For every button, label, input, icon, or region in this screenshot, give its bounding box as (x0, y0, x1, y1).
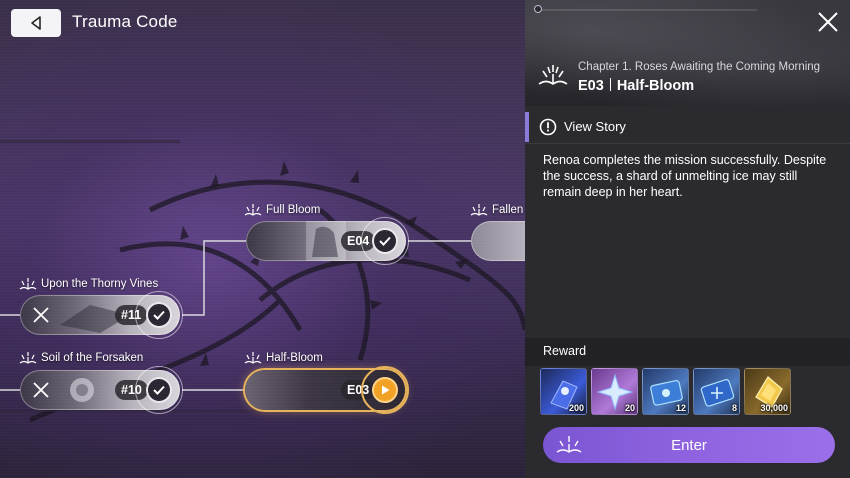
divider (525, 143, 850, 144)
play-icon[interactable] (372, 377, 398, 403)
chapter-title: Chapter 1. Roses Awaiting the Coming Mor… (578, 61, 821, 73)
page-title: Trauma Code (72, 12, 178, 31)
stage-map: Trauma Code Full Bloom E04 Fallen Upon t… (0, 0, 525, 478)
stage-art-soil-forsaken (70, 378, 94, 402)
view-story-label: View Story (564, 119, 626, 134)
reward-item-blue-card[interactable]: 8 (693, 368, 740, 415)
enter-label: Enter (671, 436, 707, 454)
open-book-icon (538, 65, 568, 85)
locked-x-icon (33, 307, 49, 323)
enter-button[interactable]: Enter (543, 427, 835, 463)
check-icon (372, 228, 398, 254)
node-label-soil-forsaken: Soil of the Forsaken (18, 351, 143, 365)
panel-header: Chapter 1. Roses Awaiting the Coming Mor… (525, 0, 850, 106)
stage-art-full-bloom (306, 221, 346, 261)
stage-status-ring (361, 366, 409, 414)
star-shard-icon (596, 373, 634, 411)
check-icon (146, 302, 172, 328)
open-book-icon (19, 352, 37, 364)
locked-x-icon (33, 382, 49, 398)
back-arrow-icon (31, 16, 41, 30)
reward-item-crystal-book[interactable]: 200 (540, 368, 587, 415)
blue-ticket-icon (650, 380, 683, 406)
reward-item-gold-coin[interactable]: 30,000 (744, 368, 791, 415)
stage-status-ring (135, 366, 183, 414)
crystal-book-icon (550, 380, 578, 410)
check-icon (146, 377, 172, 403)
episode-description: Renoa completes the mission successfully… (543, 153, 827, 199)
reward-header-band (525, 338, 850, 366)
story-accent-bar (525, 112, 529, 142)
back-button[interactable] (11, 9, 61, 37)
node-label-half-bloom: Half-Bloom (243, 351, 323, 365)
open-book-icon (556, 436, 582, 453)
blue-card-icon (700, 379, 735, 407)
stage-detail-panel: Chapter 1. Roses Awaiting the Coming Mor… (525, 0, 850, 478)
stage-node-fallen[interactable] (471, 221, 525, 261)
view-story-button[interactable]: View Story (525, 112, 850, 142)
reward-label: Reward (543, 344, 587, 358)
close-icon[interactable] (817, 11, 839, 33)
node-label-full-bloom: Full Bloom (243, 203, 320, 217)
story-progress-track (537, 9, 757, 11)
stage-status-ring (135, 291, 183, 339)
node-label-fallen: Fallen (469, 203, 523, 217)
open-book-icon (19, 278, 37, 290)
alert-icon (539, 118, 557, 136)
open-book-icon (470, 204, 488, 216)
stage-connectors (0, 240, 471, 391)
open-book-icon (244, 204, 262, 216)
open-book-icon (244, 352, 262, 364)
stage-art-upon-thorny-vines (60, 305, 130, 333)
gold-coin-icon (755, 376, 783, 408)
node-label-upon-thorny-vines: Upon the Thorny Vines (18, 277, 158, 291)
reward-item-star-shard[interactable]: 20 (591, 368, 638, 415)
story-progress-marker (534, 5, 542, 13)
reward-item-blue-ticket[interactable]: 12 (642, 368, 689, 415)
stage-status-ring (361, 217, 409, 265)
